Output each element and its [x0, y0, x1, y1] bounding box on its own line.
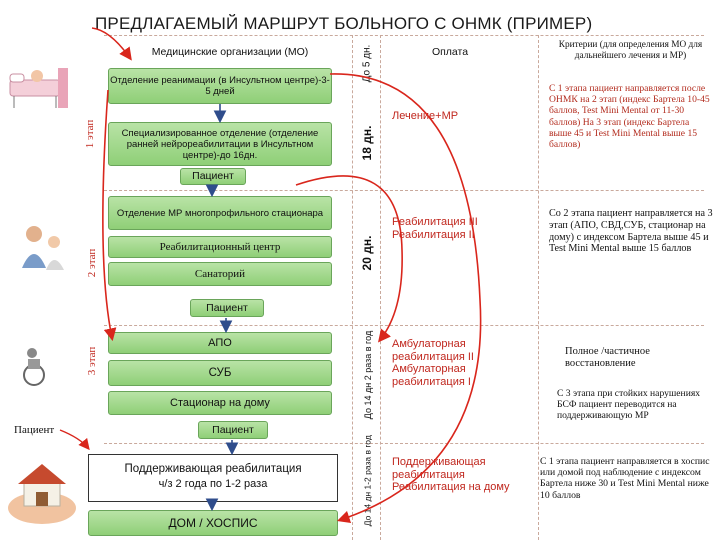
arrow-patient-photo: [59, 429, 90, 451]
page-title: ПРЕДЛАГАЕМЫЙ МАРШРУТ БОЛЬНОГО С ОНМК (ПР…: [95, 14, 593, 33]
icu-box-label: Отделение реанимации (в Инсультном центр…: [110, 75, 330, 97]
icu-box: Отделение реанимации (в Инсультном центр…: [108, 68, 332, 104]
column-header-payment: Оплата: [431, 46, 469, 58]
divider-stage1: [104, 190, 704, 191]
sub-box: СУБ: [108, 360, 332, 386]
hospital-bed-illustration: [2, 60, 77, 120]
rehab-center-label: Реабилитационный центр: [159, 240, 281, 253]
sub-label: СУБ: [208, 366, 232, 379]
stage-1-payment: Лечение+МР: [392, 110, 459, 122]
divider-top: [104, 35, 704, 36]
column-header-criteria: Критерии (для определения МО для дальней…: [558, 40, 703, 61]
stage-3-criteria-persistent: С 3 этапа при стойких нарушениях БСФ пац…: [557, 388, 701, 422]
rehab-therapy-illustration: [12, 220, 72, 272]
arrow-stage1-left-to-stage3: [102, 89, 117, 342]
multidisciplinary-rehab-dept-label: Отделение МР многопрофильного стационара: [116, 207, 324, 219]
home-hospital-box: Стационар на дому: [108, 391, 332, 415]
stage-3-criteria-full: Полное /частичное восстановление: [565, 346, 650, 369]
sanatorium-box: Санаторий: [108, 262, 332, 286]
stage-2-patient-box: Пациент: [190, 299, 264, 317]
stage-4-criteria: С 1 этапа пациент направляется в хоспис …: [540, 456, 710, 501]
divider-stage2: [104, 325, 704, 326]
home-hospital-label: Стационар на дому: [170, 396, 270, 409]
arrow-title-to-org: [91, 27, 132, 61]
stage-3-patient-box: Пациент: [198, 421, 268, 439]
stage-2-criteria: Со 2 этапа пациент направляется на 3 эта…: [549, 208, 713, 255]
multidisciplinary-rehab-dept-box: Отделение МР многопрофильного стационара: [108, 196, 332, 230]
support-rehab-box: Поддерживающая реабилитация ч/з 2 года п…: [88, 454, 338, 502]
home-hands-illustration: [2, 450, 82, 530]
divider-vertical-criteria: [538, 35, 539, 540]
specialized-department-label: Специализированное отделение (отделение …: [121, 127, 319, 161]
column-header-organizations: Медицинские организации (МО): [151, 46, 309, 58]
stage-4-payment: Поддерживающая реабилитация Реабилитация…: [392, 456, 510, 493]
wheelchair-illustration: [14, 345, 64, 387]
arrow-stage1-bypass-right: [295, 175, 403, 343]
patient-photo-caption: Пациент: [14, 424, 55, 436]
stage-1-patient-label: Пациент: [192, 170, 234, 182]
sanatorium-label: Санаторий: [194, 267, 246, 280]
divider-vertical-mid: [352, 35, 353, 540]
divider-vertical-payment: [380, 35, 381, 540]
specialized-department-box: Специализированное отделение (отделение …: [108, 122, 332, 166]
rehab-center-box: Реабилитационный центр: [108, 236, 332, 258]
stage-3-payment: Амбулаторная реабилитация II Амбулаторна…: [392, 338, 474, 388]
stage-2-patient-label: Пациент: [206, 301, 248, 314]
support-rehab-sub: ч/з 2 года по 1-2 раза: [158, 478, 268, 490]
stage-1-criteria: С 1 этапа пациент направляется после ОНМ…: [549, 83, 710, 151]
support-rehab-label: Поддерживающая реабилитация: [124, 463, 302, 475]
stage-2-payment: Реабилитация III Реабилитация II: [392, 216, 478, 241]
home-hospice-label: ДОМ / ХОСПИС: [168, 515, 258, 530]
stage-3-patient-label: Пациент: [212, 423, 254, 436]
apo-label: АПО: [208, 336, 232, 349]
divider-stage3: [104, 443, 704, 444]
arrow-stage1-to-home: [329, 73, 482, 524]
